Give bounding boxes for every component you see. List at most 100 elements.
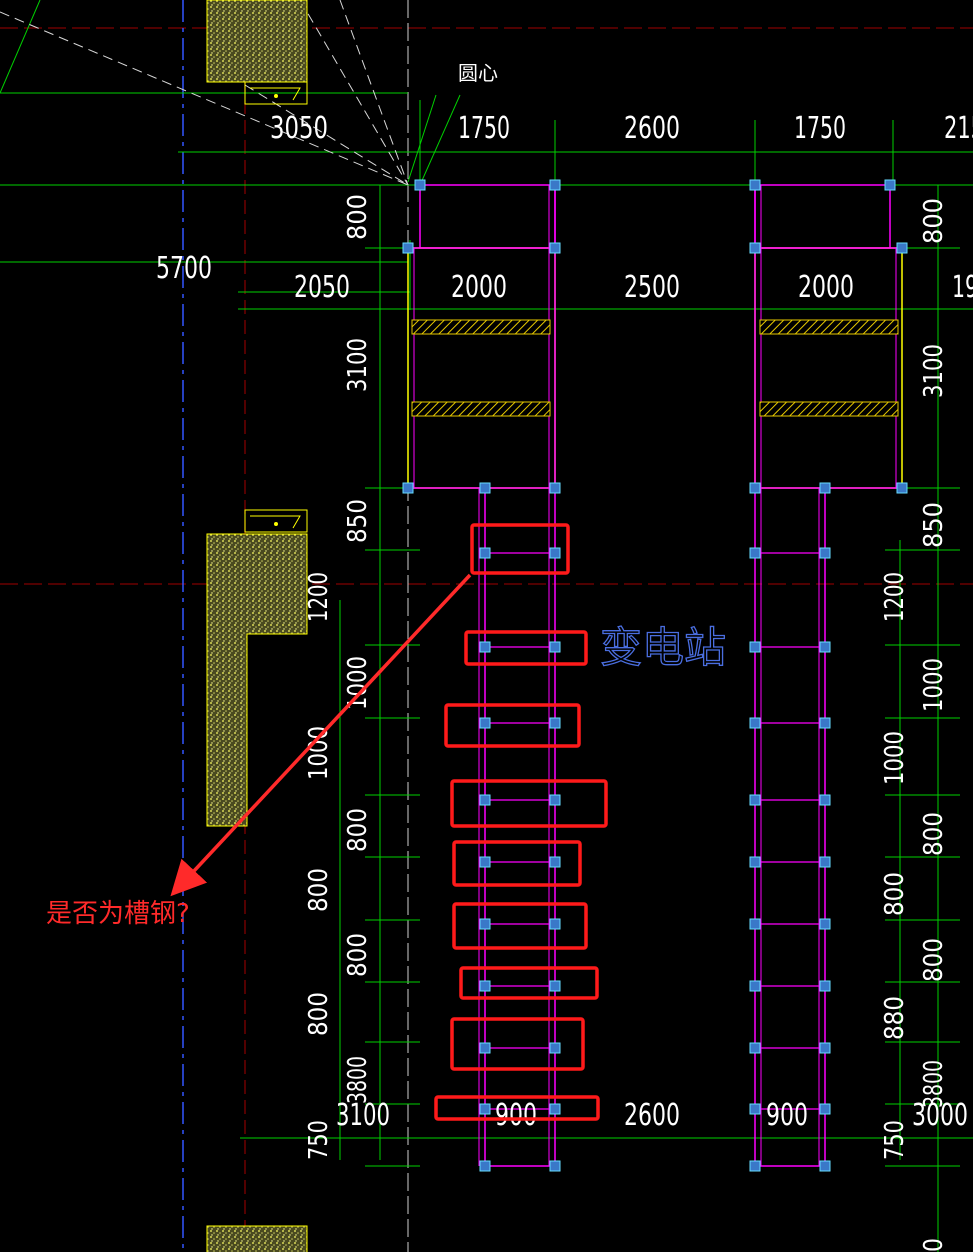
dim-bottom-1: 3100 [336, 1098, 390, 1133]
substation-label: 变电站 [600, 623, 726, 672]
column-marker [479, 717, 491, 729]
dim-text-second: 5700 2050 2000 2500 2000 19 [156, 251, 973, 305]
dim-right-inner-3: 800 [880, 872, 910, 916]
dim-right-outer-5: 800 [919, 812, 949, 856]
highlight-box-4 [450, 779, 608, 828]
column-marker [479, 547, 491, 559]
column-marker [479, 1103, 491, 1115]
dim-right-outer-3: 850 [919, 502, 949, 548]
dim-second-2: 2050 [294, 270, 350, 305]
dim-right-inner-4: 880 [880, 996, 910, 1040]
dim-second-1: 5700 [156, 251, 212, 286]
dim-bottom-4: 900 [766, 1098, 808, 1133]
dim-text-right-outer: 800 3100 850 1000 800 800 3800 0 [919, 198, 949, 1252]
column-marker [479, 1160, 491, 1172]
column-marker [414, 179, 426, 191]
dim-left-outer-3: 800 [304, 992, 334, 1036]
highlight-box-9 [434, 1095, 600, 1121]
column-marker [749, 794, 761, 806]
highlight-box-5 [452, 840, 582, 887]
column-marker [749, 547, 761, 559]
column-marker [549, 717, 561, 729]
dim-text-bottom: 3100 900 2600 900 3000 [336, 1098, 968, 1133]
highlight-box-1 [470, 523, 570, 575]
column-marker [549, 1160, 561, 1172]
column-marker [549, 242, 561, 254]
dim-left-inner-8: 3800 [343, 1056, 373, 1104]
column-marker [819, 856, 831, 868]
column-marker [549, 482, 561, 494]
dim-left-inner-1: 800 [343, 194, 373, 240]
highlight-box-3 [444, 703, 581, 748]
column-marker [749, 482, 761, 494]
dim-left-outer-1: 1000 [304, 726, 334, 780]
column-marker [819, 1042, 831, 1054]
column-marker [549, 641, 561, 653]
dim-text-right-inner: 1200 1000 800 880 750 [880, 572, 910, 1160]
dim-text-top: 3050 1750 2600 1750 215 [270, 111, 973, 146]
dim-right-outer-6: 800 [919, 938, 949, 982]
dim-second-4: 2500 [624, 270, 680, 305]
column-marker [819, 641, 831, 653]
highlight-box-2 [464, 630, 588, 666]
dim-right-inner-5: 750 [880, 1120, 910, 1160]
highlight-box-8 [450, 1017, 585, 1071]
column-marker [479, 1042, 491, 1054]
column-marker [819, 547, 831, 559]
column-marker [749, 717, 761, 729]
column-marker [549, 794, 561, 806]
red-arrow [170, 573, 472, 897]
dim-right-outer-4: 1000 [919, 658, 949, 712]
column-marker [549, 1103, 561, 1115]
column-marker [479, 856, 491, 868]
dim-right-outer-8: 0 [919, 1238, 949, 1252]
dim-second-5: 2000 [798, 270, 854, 305]
column-marker [479, 641, 491, 653]
column-marker [749, 1042, 761, 1054]
dim-bottom-3: 2600 [624, 1098, 680, 1133]
column-marker [549, 918, 561, 930]
column-marker [479, 794, 491, 806]
dim-right-outer-7: 3800 [919, 1060, 949, 1108]
dim-text-left-outer: 1000 800 800 750 [304, 726, 334, 1160]
columns [402, 179, 908, 1172]
dim-left-outer-4: 750 [304, 1120, 334, 1160]
column-marker [749, 856, 761, 868]
column-marker [749, 980, 761, 992]
dim-left-inner-7: 800 [343, 933, 373, 977]
dim-second-3: 2000 [451, 270, 507, 305]
column-marker [549, 179, 561, 191]
radius-lines [0, 0, 409, 186]
dim-bottom-5: 3000 [912, 1098, 968, 1133]
column-marker [479, 980, 491, 992]
column-marker [819, 717, 831, 729]
column-marker [896, 482, 908, 494]
column-marker [819, 1160, 831, 1172]
column-marker [819, 1103, 831, 1115]
column-marker [896, 242, 908, 254]
column-marker [479, 918, 491, 930]
dim-second-6: 19 [952, 270, 973, 305]
right-frame [754, 184, 903, 1167]
cross-beams [485, 552, 825, 1110]
highlight-boxes [434, 523, 608, 1121]
question-text: 是否为槽钢? [46, 899, 190, 929]
column-marker [749, 1160, 761, 1172]
hatched-walls [206, 0, 308, 1252]
column-marker [549, 547, 561, 559]
column-marker [402, 242, 414, 254]
column-marker [819, 918, 831, 930]
center-leader [407, 94, 437, 183]
dim-left-inner-4: 1200 [304, 572, 334, 622]
dim-top-2: 1750 [458, 111, 510, 146]
dim-right-outer-2: 3100 [919, 344, 949, 398]
column-marker [749, 641, 761, 653]
dim-left-outer-2: 800 [304, 868, 334, 912]
dim-top-5: 215 [944, 111, 973, 146]
column-marker [819, 482, 831, 494]
dim-left-inner-6: 800 [343, 808, 373, 852]
dim-right-inner-2: 1000 [880, 731, 910, 785]
column-marker [549, 856, 561, 868]
